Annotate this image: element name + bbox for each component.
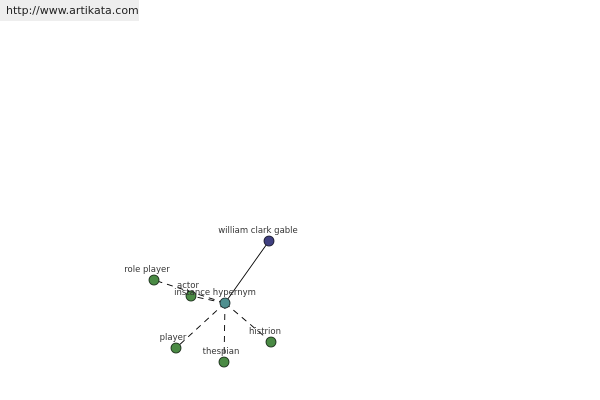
url-bar: http://www.artikata.com	[0, 0, 139, 21]
url-text[interactable]: http://www.artikata.com	[6, 4, 139, 17]
label-actor: actor	[177, 281, 199, 291]
label-role-player: role player	[124, 265, 170, 275]
label-thespian: thespian	[203, 347, 240, 357]
label-william-clark-gable: william clark gable	[218, 226, 298, 236]
node-role-player[interactable]	[148, 274, 160, 286]
node-thespian[interactable]	[218, 356, 230, 368]
label-instance-hypernym: instance hypernym	[174, 288, 256, 298]
node-actor[interactable]	[185, 290, 197, 302]
node-william-clark-gable[interactable]	[263, 235, 275, 247]
label-player: player	[160, 333, 187, 343]
edge-center-william-clark-gable	[224, 240, 270, 304]
node-instance-hypernym[interactable]	[219, 297, 231, 309]
edge-center-thespian	[223, 302, 226, 363]
label-histrion: histrion	[249, 327, 281, 337]
node-player[interactable]	[170, 342, 182, 354]
edge-center-actor	[190, 295, 226, 304]
node-histrion[interactable]	[265, 336, 277, 348]
edge-center-player	[175, 302, 226, 349]
